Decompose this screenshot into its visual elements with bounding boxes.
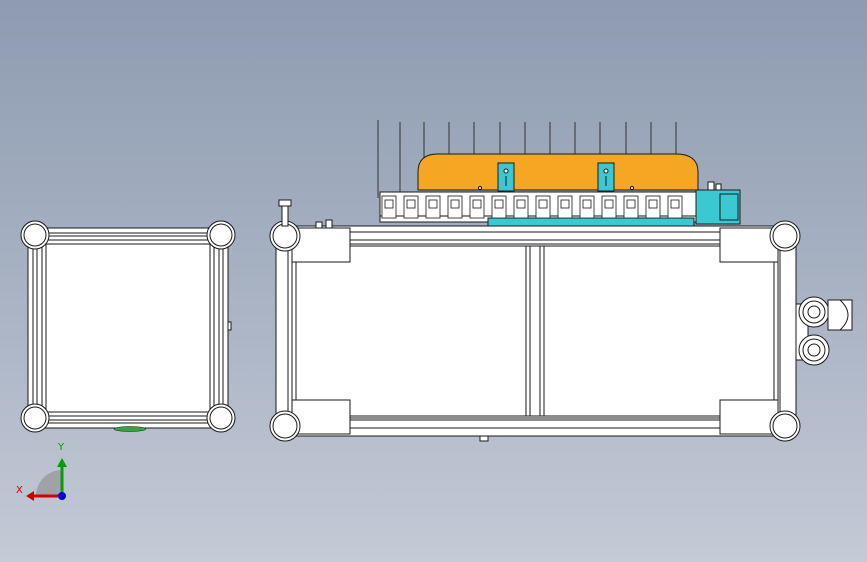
coordinate-triad	[26, 458, 67, 501]
left-knob-post	[281, 205, 289, 227]
side-view-frame	[20, 220, 236, 433]
front-view-frame	[269, 220, 801, 442]
center-divider	[525, 245, 545, 417]
cyan-base-strip	[487, 217, 695, 227]
vertical-pins	[377, 120, 677, 198]
foot-accent-green	[113, 426, 147, 432]
axis-x-label: X	[16, 485, 23, 496]
orange-housing	[417, 153, 699, 191]
top-mechanism	[278, 120, 741, 229]
right-wheels	[795, 296, 853, 366]
axis-y-label: Y	[58, 442, 65, 453]
